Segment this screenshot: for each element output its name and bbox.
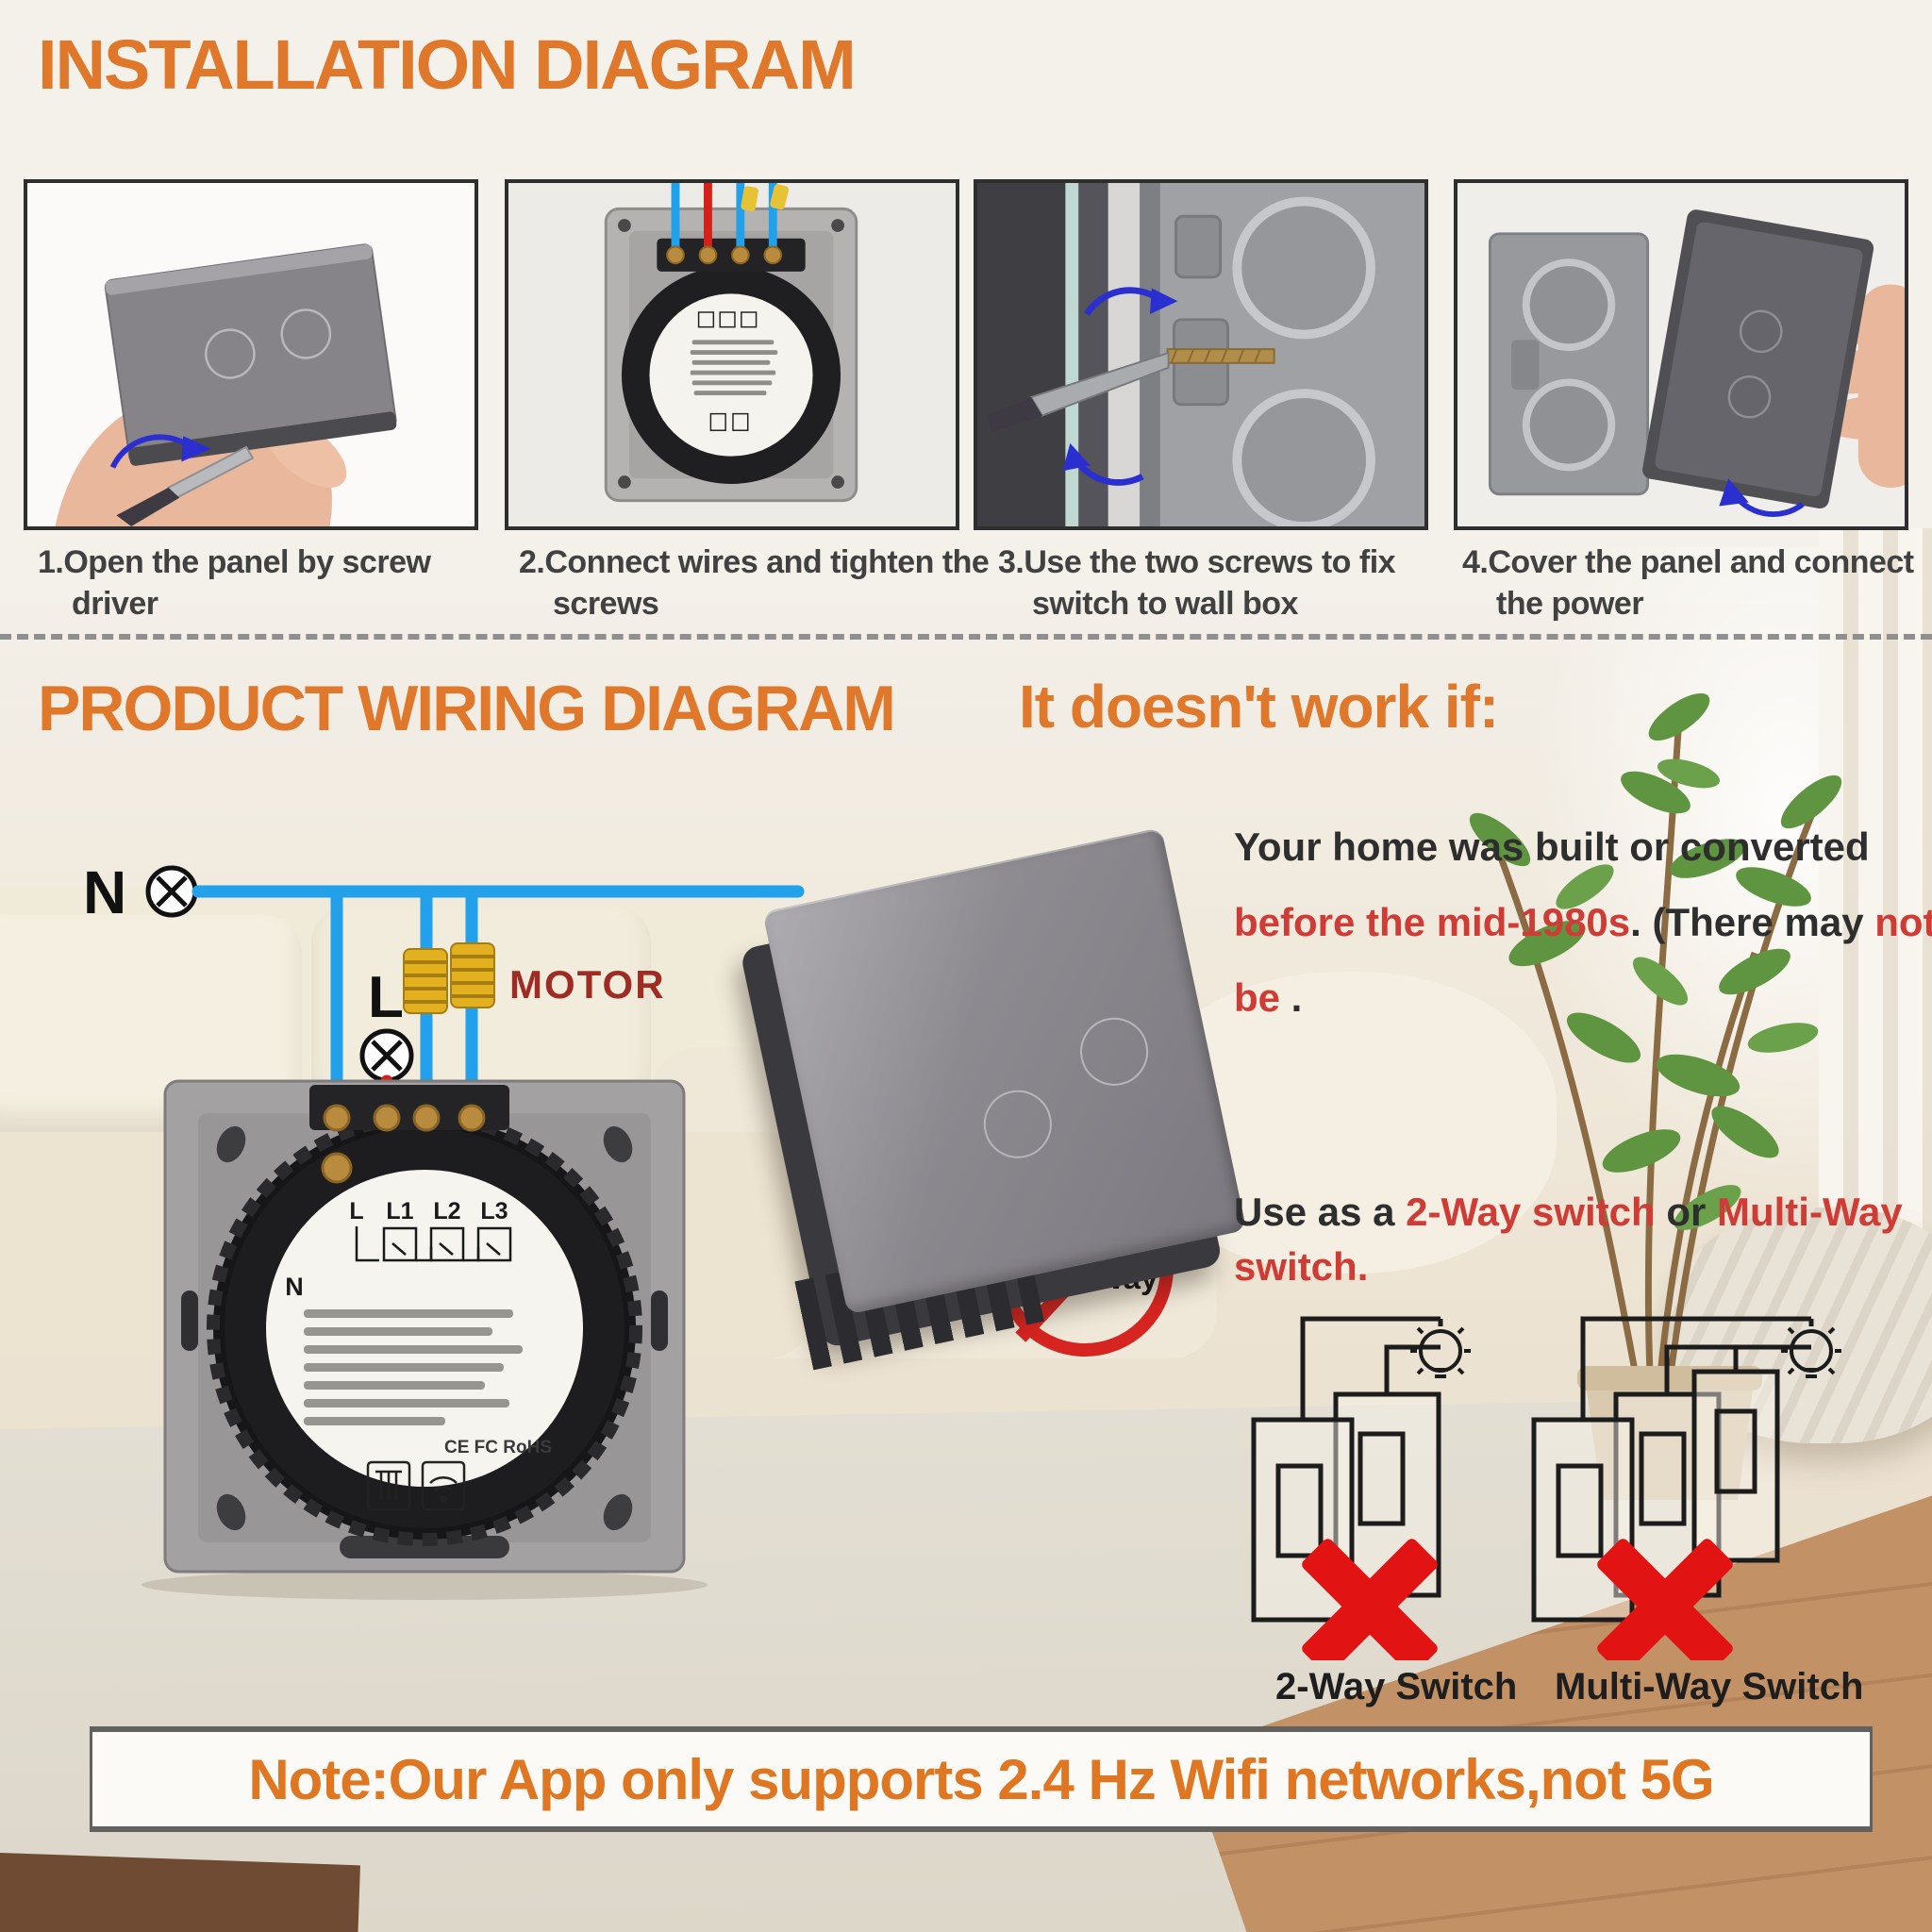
screwdriver — [116, 445, 255, 526]
two-way-switch-label: 2-Way Switch — [1275, 1666, 1518, 1707]
photo-step-1-open-panel — [24, 179, 478, 530]
spec-text-lines — [304, 1309, 523, 1425]
note-bar: Note:Our App only supports 2.4 Hz Wifi n… — [90, 1726, 1873, 1832]
wall-box — [1488, 232, 1650, 496]
plant-pot — [1585, 1377, 1755, 1500]
note-text: Note:Our App only supports 2.4 Hz Wifi n… — [248, 1747, 1714, 1811]
rotate-arrow-icon — [109, 434, 211, 469]
curtain-icon — [366, 1460, 411, 1511]
terminal-L2: L2 — [433, 1198, 460, 1224]
usage-seg: Use as a — [1234, 1190, 1407, 1234]
warning-seg: . (There — [1630, 900, 1785, 944]
photo-step-3-fix-screws — [974, 179, 1428, 530]
photo-step-2-connect-wires — [505, 179, 959, 530]
step-caption-4: 4.Cover the panel and connect the power — [1462, 544, 1914, 623]
neutral-label: N — [83, 858, 126, 926]
wiring-diagram: N MOTOR L — [83, 858, 805, 1600]
red-x-icon — [1302, 1539, 1733, 1660]
touch-circle — [977, 1084, 1058, 1165]
warning-seg-red: not be — [1234, 900, 1932, 1020]
bulb-icon — [1781, 1321, 1841, 1378]
bulb-icon — [1410, 1321, 1471, 1378]
rotate-arrow-icon — [1062, 287, 1178, 486]
usage-text: Use as a 2-Way switch or Multi-Way switc… — [1234, 1185, 1932, 1294]
terminal-N: N — [285, 1273, 304, 1301]
warning-text: Your home was built or converted before … — [1234, 809, 1932, 1036]
rotate-arrow-icon — [1719, 478, 1805, 517]
live-label: L — [368, 965, 404, 1030]
neutral-terminal-screw — [321, 1152, 353, 1184]
switch-glass-panel — [762, 827, 1247, 1315]
photo-step-4-cover-panel — [1454, 179, 1908, 530]
multi-way-switch-label: Multi-Way Switch — [1555, 1666, 1864, 1707]
potted-plant — [1469, 692, 1842, 1500]
screwdriver — [986, 351, 1170, 433]
wood-floor — [0, 1851, 360, 1932]
multi-way-diagram — [1531, 1316, 1841, 1623]
usage-seg-red: 2-Way switch — [1406, 1190, 1656, 1234]
warning-seg: Your home was built or converted — [1234, 824, 1870, 869]
terminal-L1: L1 — [386, 1198, 413, 1224]
warning-seg: may — [1784, 900, 1875, 944]
living-room-background — [0, 528, 1932, 1932]
touch-switch-product — [740, 827, 1247, 1371]
terminal-L3: L3 — [480, 1198, 508, 1224]
switch-panel — [1642, 209, 1874, 508]
usage-seg-red: Multi-Way switch. — [1234, 1190, 1903, 1289]
switch-panel — [104, 243, 397, 466]
wire-nuts — [741, 184, 790, 211]
screw — [1166, 348, 1275, 364]
terminal-L: L — [349, 1198, 363, 1224]
live-terminal-icon — [359, 1028, 414, 1083]
certification-marks: CE FC RoHS — [444, 1438, 552, 1457]
warning-seg-red: before the mid-1980s — [1234, 900, 1631, 944]
wifi-icon — [421, 1460, 466, 1511]
step-caption-1: 1.Open the panel by screw driver — [38, 544, 431, 623]
dashed-divider — [0, 634, 1932, 640]
usage-seg: or — [1655, 1190, 1717, 1234]
touch-circle — [1074, 1011, 1155, 1092]
switch-type-diagrams — [1251, 1316, 1841, 1660]
neutral-terminal-icon — [145, 865, 198, 918]
motor-label: MOTOR — [509, 962, 666, 1007]
doesnt-work-title: It doesn't work if: — [1019, 673, 1499, 741]
motor-coil-icon — [403, 942, 495, 1014]
installation-title: INSTALLATION DIAGRAM — [38, 25, 857, 104]
step-caption-2: 2.Connect wires and tighten the screws — [519, 544, 990, 623]
warning-seg: . — [1280, 975, 1303, 1020]
wiring-title: PRODUCT WIRING DIAGRAM — [38, 673, 896, 744]
step-caption-3: 3.Use the two screws to fix switch to wa… — [998, 544, 1396, 623]
